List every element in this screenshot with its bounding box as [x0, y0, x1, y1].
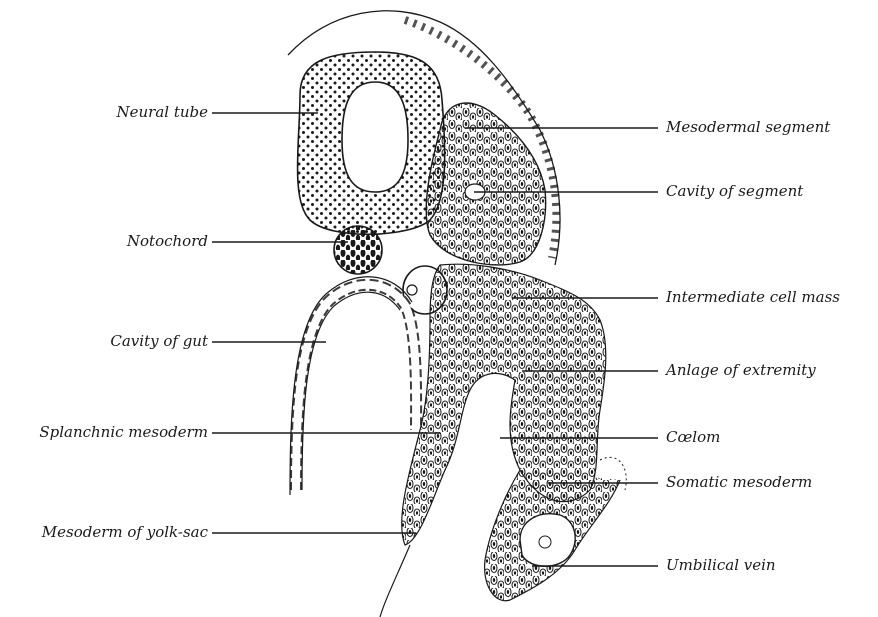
- label-mesoderm-of-yolk-sac: Mesoderm of yolk-sac: [42, 523, 208, 541]
- label-notochord: Notochord: [127, 232, 208, 250]
- label-coelom: Cœlom: [666, 428, 720, 446]
- notochord-shape: [334, 226, 382, 274]
- neural-tube-shape: [298, 52, 445, 234]
- label-splanchnic-mesoderm: Splanchnic mesoderm: [39, 423, 208, 441]
- label-mesodermal-segment: Mesodermal segment: [666, 118, 830, 136]
- label-neural-tube: Neural tube: [116, 103, 208, 121]
- label-anlage-of-extremity: Anlage of extremity: [666, 361, 816, 379]
- gut-wall-shape: [290, 277, 416, 495]
- mesodermal-segment-shape: [426, 103, 545, 265]
- label-umbilical-vein: Umbilical vein: [666, 556, 776, 574]
- label-cavity-of-gut: Cavity of gut: [110, 332, 208, 350]
- label-intermediate-cell-mass: Intermediate cell mass: [666, 288, 840, 306]
- label-cavity-of-segment: Cavity of segment: [666, 182, 803, 200]
- label-somatic-mesoderm: Somatic mesoderm: [666, 473, 812, 491]
- umbilical-vein-shape: [520, 514, 575, 567]
